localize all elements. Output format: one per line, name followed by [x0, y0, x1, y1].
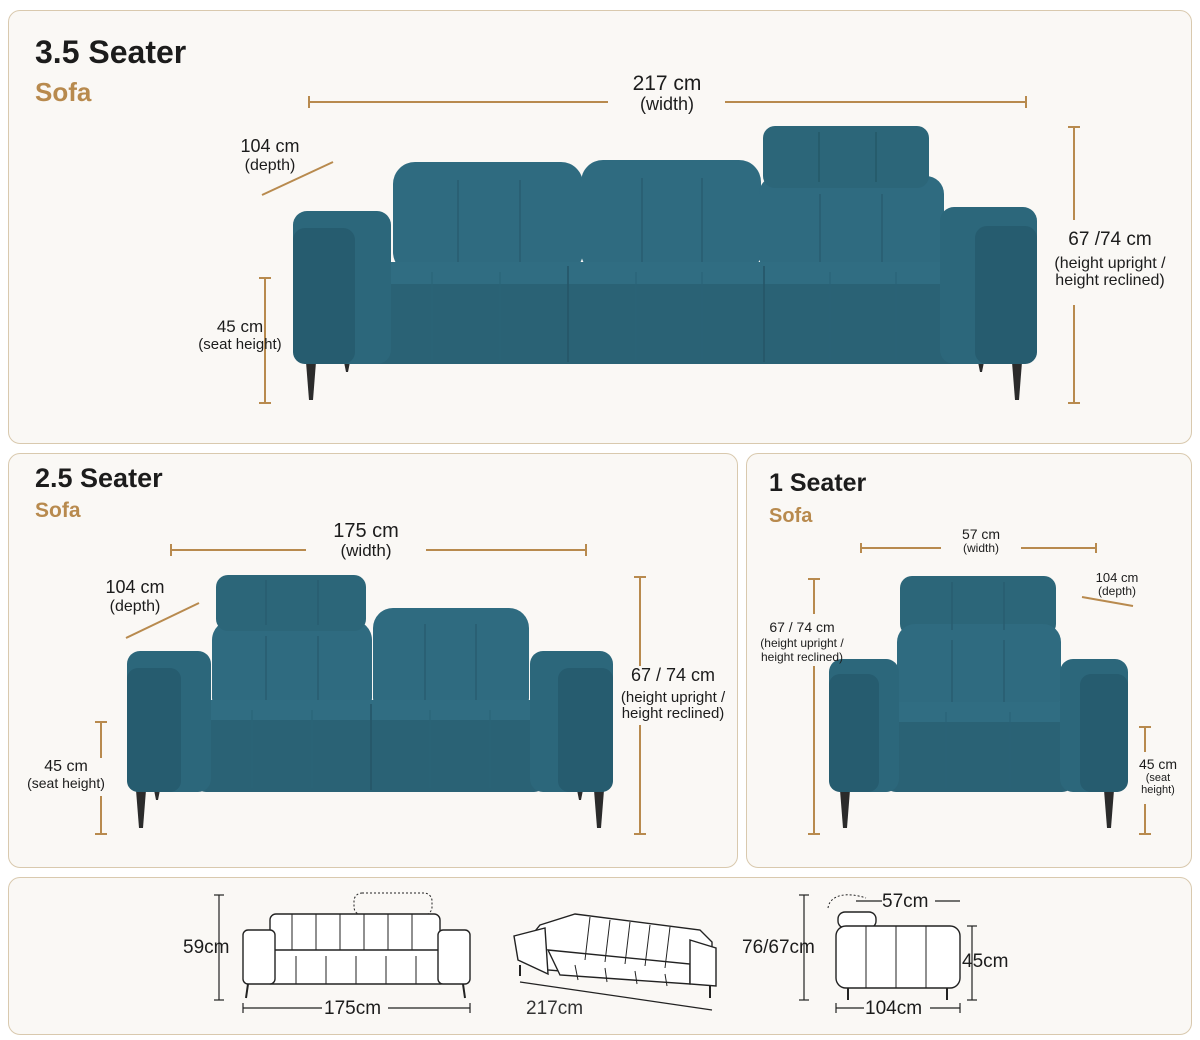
front-view-drawing [214, 892, 471, 1013]
side-depth-dim: 104cm [865, 998, 923, 1019]
depth-label-1: 104 cm (depth) [1095, 570, 1139, 599]
perspective-width-dim: 217cm [526, 998, 584, 1019]
width-label-2-5: 175 cm (width) [333, 520, 399, 560]
subtitle-3-5-seater: Sofa [35, 77, 92, 107]
side-seat-dim: 45cm [962, 951, 1009, 972]
title-1-seater: 1 Seater [769, 469, 867, 497]
height-label-3-5: 67 /74 cm (height upright / height recli… [1054, 229, 1166, 290]
subtitle-1-seater: Sofa [769, 505, 813, 527]
front-width-dim: 175cm [324, 998, 382, 1019]
front-height-dim: 59cm [183, 937, 230, 958]
seat-height-label-1: 45 cm (seat height) [1138, 756, 1178, 797]
height-label-1: 67 / 74 cm (height upright / height recl… [760, 619, 844, 664]
side-view-drawing [799, 894, 977, 1013]
subtitle-2-5-seater: Sofa [35, 499, 81, 522]
depth-label-2-5: 104 cm (depth) [105, 577, 165, 615]
width-label-1: 57 cm (width) [961, 526, 1001, 556]
perspective-drawing [513, 913, 717, 1011]
title-2-5-seater: 2.5 Seater [35, 463, 163, 493]
height-label-2-5: 67 / 74 cm (height upright / height recl… [620, 665, 726, 723]
width-label-3-5: 217 cm (width) [632, 72, 702, 115]
side-top-dim: 57cm [882, 891, 929, 912]
seat-height-label-2-5: 45 cm (seat height) [27, 758, 105, 791]
depth-label-3-5: 104 cm (depth) [240, 136, 300, 174]
side-height-dim: 76/67cm [742, 937, 815, 958]
seat-height-label-3-5: 45 cm (seat height) [198, 317, 282, 353]
title-3-5-seater: 3.5 Seater [35, 34, 187, 70]
